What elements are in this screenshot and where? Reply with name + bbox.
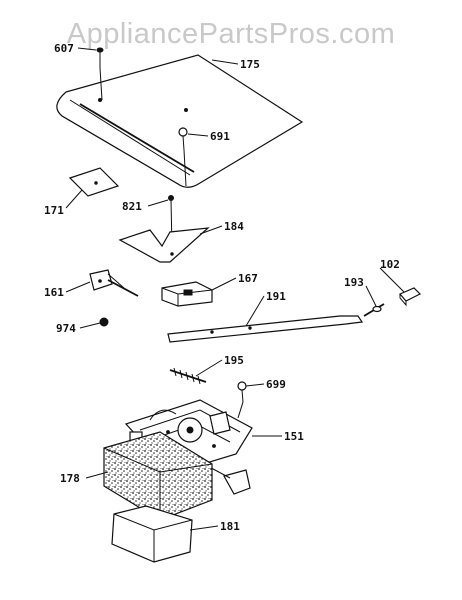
part-161-switch xyxy=(89,269,139,297)
part-181-box xyxy=(111,505,193,563)
part-178-insulation xyxy=(103,431,213,521)
part-691-screw xyxy=(178,127,188,187)
part-974-nut xyxy=(99,317,109,327)
callout-607: 607 xyxy=(54,42,74,55)
callout-175: 175 xyxy=(240,58,260,71)
part-699-screw xyxy=(237,381,247,419)
part-607-screw xyxy=(96,47,104,101)
watermark: AppliancePartsPros.com xyxy=(66,18,396,50)
leader-lines xyxy=(65,47,405,531)
callout-195: 195 xyxy=(224,354,244,367)
callout-699: 699 xyxy=(266,378,286,391)
callout-151: 151 xyxy=(284,430,304,443)
callout-184: 184 xyxy=(224,220,244,233)
callout-974: 974 xyxy=(56,322,76,335)
part-175-cover xyxy=(56,54,304,188)
part-191-lever xyxy=(167,315,364,343)
part-171-pad xyxy=(68,167,120,197)
callout-191: 191 xyxy=(266,290,286,303)
callout-821: 821 xyxy=(122,200,142,213)
callout-labels: 607 175 691 171 821 184 167 102 193 191 … xyxy=(44,42,400,533)
callout-181: 181 xyxy=(220,520,240,533)
part-193-rod xyxy=(363,303,385,317)
part-184-bracket xyxy=(118,227,210,263)
callout-102: 102 xyxy=(380,258,400,271)
part-102-knob xyxy=(399,287,422,307)
callout-171: 171 xyxy=(44,204,64,217)
callout-161: 161 xyxy=(44,286,64,299)
callout-178: 178 xyxy=(60,472,80,485)
part-195-spring xyxy=(169,367,207,385)
callout-167: 167 xyxy=(238,272,258,285)
callout-193: 193 xyxy=(344,276,364,289)
callout-691: 691 xyxy=(210,130,230,143)
part-167-block xyxy=(161,281,213,307)
